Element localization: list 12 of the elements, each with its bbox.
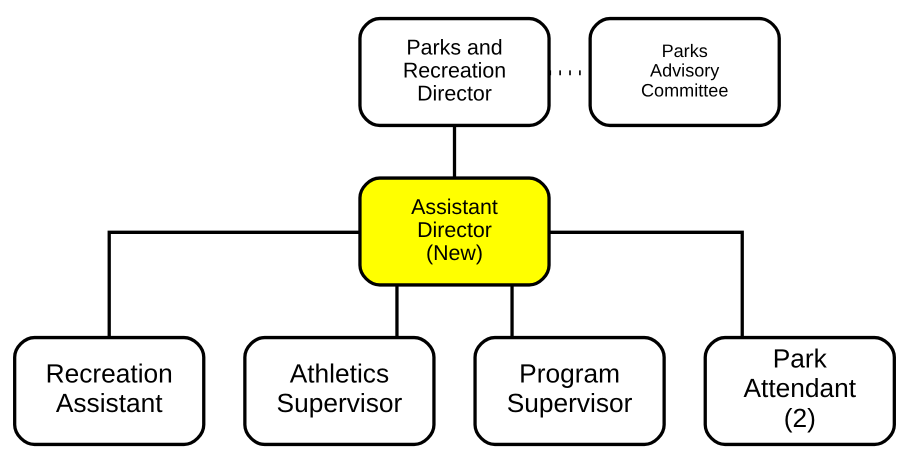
connector	[452, 126, 456, 178]
connector	[108, 230, 360, 338]
connector	[395, 285, 399, 338]
node-box: Parks and Recreation Director	[358, 16, 551, 128]
node-box: Program Supervisor	[473, 336, 666, 446]
node-box: Recreation Assistant	[13, 336, 206, 446]
node-box: Park Attendant (2)	[704, 336, 896, 446]
connector	[510, 285, 514, 338]
connector	[550, 230, 744, 338]
node-box: Assistant Director (New)	[358, 176, 551, 287]
node-box: Athletics Supervisor	[243, 336, 436, 446]
node-box: Parks Advisory Committee	[588, 16, 781, 128]
